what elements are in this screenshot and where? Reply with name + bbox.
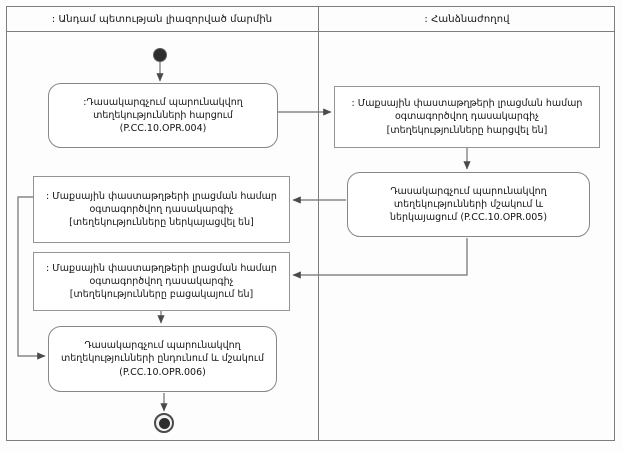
object-classifier-info-absent[interactable]: : Մաքսային փաստաթղթերի լրացման համար օգտ…: [33, 252, 290, 311]
lane-header-commission-label: : Հանձնաժողով: [424, 13, 510, 25]
object-classifier-info-requested[interactable]: : Մաքսային փաստաթղթերի լրացման համար օգտ…: [334, 86, 600, 148]
lane-header-member-state-label: : Անդամ պետության լիազորված մարմին: [51, 13, 273, 25]
swimlane-frame: [6, 6, 615, 441]
action-receive-and-process-classifier-info[interactable]: Դասակարգչում պարունակվող տեղեկություններ…: [48, 326, 277, 392]
final-node-inner-dot: [158, 417, 170, 429]
final-node: [154, 413, 174, 433]
swimlane-header-underline: [6, 31, 615, 32]
lane-header-commission: : Հանձնաժողով: [319, 7, 615, 31]
swimlane-divider: [318, 6, 319, 441]
action-process-and-present-classifier-info[interactable]: Դասակարգչում պարունակվող տեղեկություններ…: [347, 172, 590, 237]
initial-node: [153, 48, 167, 62]
connector-obj-presented-to-act006: [17, 196, 46, 360]
connector-act005-to-obj-absent: [292, 238, 468, 279]
action-request-classifier-info[interactable]: :Դասակարգչում պարունակվող տեղեկություննե…: [48, 83, 278, 148]
object-classifier-info-presented[interactable]: : Մաքսային փաստաթղթերի լրացման համար օգտ…: [33, 176, 290, 243]
lane-header-member-state-body: : Անդամ պետության լիազորված մարմին: [6, 7, 318, 31]
